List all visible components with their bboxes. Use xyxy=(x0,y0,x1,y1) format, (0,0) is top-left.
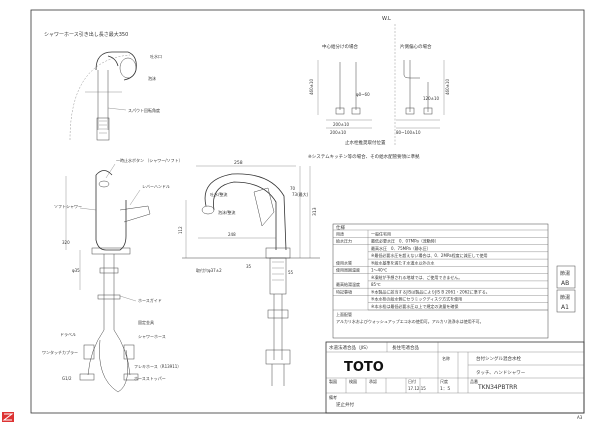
model-label: 品番 xyxy=(470,378,478,384)
remark-label: 備考 xyxy=(329,394,337,400)
svg-text:節湯: 節湯 xyxy=(560,294,570,301)
spec-row-value: 1～40℃ xyxy=(371,268,388,273)
label-flexible-hose: フレキホース（R13911） xyxy=(134,364,181,369)
dim-70: 70 xyxy=(290,186,296,191)
name-label: 名称 xyxy=(442,355,450,361)
spec-row-value: 最高水圧 0．75MPa（静水圧） xyxy=(371,245,431,251)
spec-row-value: ※本水栓の給水側にセラミックディスク方式を使用 xyxy=(371,296,462,302)
dim-248: 248 xyxy=(228,232,236,237)
system-kitchen-note: ※システムキッチン等の場合、その給水配管要領に準拠 xyxy=(308,153,420,160)
mount-center-title: 中心給分けの場合 xyxy=(322,43,358,50)
svg-text:320: 320 xyxy=(62,240,70,245)
wl-label: W.L xyxy=(382,16,391,22)
spec-row-value: ※給水基準を満たす水道水以外の水 xyxy=(371,259,434,265)
label-shower-hose: シャワーホース xyxy=(138,334,166,339)
remark-value: 逆止弁付 xyxy=(336,401,354,408)
badge-setsuyu-a1: 節湯 A1 xyxy=(556,289,576,313)
mount-caption: 止水栓推奨取付位置 xyxy=(345,139,386,146)
scale-value: 1：5 xyxy=(440,386,450,392)
svg-text:吐水口: 吐水口 xyxy=(150,53,162,59)
spec-row-value: ※本水栓は最低必要水圧以上で規定の流量を確保 xyxy=(371,303,458,309)
svg-text:460±10: 460±10 xyxy=(309,78,314,95)
mount-offset-title: 片側偏心の場合 xyxy=(400,43,432,50)
label-switch-button: 一時止水ボタン （シャワー/ソフト） xyxy=(116,157,183,163)
product-subname: タッチ、ハンドシャワー xyxy=(476,369,526,376)
spec-row-label: 用途 xyxy=(336,230,344,236)
date-value: 17.12.15 xyxy=(408,386,426,391)
note-hose-length: シャワーホース引き出し長さ最大350 xyxy=(44,31,128,38)
scale-label: 尺度 xyxy=(440,378,448,384)
jis-label: 水道法適合品（JIS） xyxy=(329,344,371,351)
dim-55: 55 xyxy=(288,270,294,275)
label-hose-stopper: ホースストッパー xyxy=(134,376,166,381)
svg-text:120±10: 120±10 xyxy=(423,96,440,101)
svg-text:A1: A1 xyxy=(561,304,569,311)
svg-text:200±10: 200±10 xyxy=(330,130,347,135)
svg-text:節湯: 節湯 xyxy=(560,270,570,277)
eco-label: 長住宅適合品 xyxy=(392,344,419,351)
spec-row-label: 使用水質 xyxy=(336,259,352,265)
svg-text:200±10: 200±10 xyxy=(333,122,350,127)
exploded-faucet-view: 320 φ35 xyxy=(62,170,151,393)
spec-row-value: 一般住宅用 xyxy=(371,230,391,236)
product-name: 台付シングル混合水栓 xyxy=(476,355,521,362)
svg-text:80~100±10: 80~100±10 xyxy=(396,130,421,135)
spec-row-label: 使用周囲温度 xyxy=(336,267,360,273)
svg-text:取付穴φ37±2: 取付穴φ37±2 xyxy=(196,267,222,273)
dim-112: 112 xyxy=(178,226,183,234)
dim-258: 258 xyxy=(234,160,243,166)
title-block: 水道法適合品（JIS） 長住宅適合品 TOTO 名称 台付シングル混合水栓 タッ… xyxy=(325,341,585,414)
spec-footer-label: 上面配管 xyxy=(336,311,352,317)
svg-text:吐水/整流: 吐水/整流 xyxy=(210,191,227,197)
dim-35: 35 xyxy=(246,264,252,269)
svg-text:AB: AB xyxy=(561,280,569,287)
svg-text:泡沫: 泡沫 xyxy=(148,75,156,81)
spec-row-label: 特記事項 xyxy=(336,288,352,294)
label-dovel: ドラベル xyxy=(60,331,76,337)
mount-center-diagram: 460±10 200±10 φ0~60 200±10 xyxy=(309,60,372,135)
label-spout-rotation: スパウト回転角度 xyxy=(128,107,160,113)
dim-313: 313 xyxy=(312,207,318,216)
model-value: TKN34PBTRR xyxy=(477,384,517,391)
mount-offset-diagram: 460±10 120±10 80~100±10 xyxy=(396,60,450,135)
badge-setsuyu-ab: 節湯 AB xyxy=(556,265,576,289)
label-soft-shower: ソフトシャワー xyxy=(54,204,82,209)
drawer-label: 製図 xyxy=(329,378,337,384)
svg-text:φ0~60: φ0~60 xyxy=(356,92,370,97)
label-lever: レバーハンドル xyxy=(142,184,170,189)
svg-text:460±10: 460±10 xyxy=(445,78,450,95)
label-connecting-plug: ワンタッチカプラー xyxy=(42,349,78,355)
label-fixing-plate: 固定金具 xyxy=(138,319,154,325)
svg-text:φ35: φ35 xyxy=(72,268,80,273)
side-elevation-view: 258 313 112 248 70 55 35 吐水/整流 泡沫/整流 取付穴… xyxy=(178,160,320,386)
date-label: 日付 xyxy=(408,378,416,384)
spec-row-value: ※最低必要水圧を超えない場合は、0．2MPa程度に減圧して使用 xyxy=(371,252,487,258)
drawing-frame xyxy=(30,9,585,414)
spec-row-value: 最低必要水圧 0．07MPa（流動時） xyxy=(371,238,439,244)
label-hose-guide: ホースガイド xyxy=(138,297,162,303)
corner-mark-icon xyxy=(2,412,14,422)
spec-row-value: ※凍結が予想される地域では、ご使用できません。 xyxy=(371,274,462,280)
sheet-size: A3 xyxy=(577,415,583,420)
approver-label: 承認 xyxy=(369,378,377,384)
spec-row-label: 最高給湯温度 xyxy=(336,281,360,287)
svg-text:73(最大): 73(最大) xyxy=(292,191,309,197)
spec-footer-note: アルカリ水およびウォッシュアップエコ水の使用可。アルカリ洗浄水は使用不可。 xyxy=(336,318,484,324)
top-left-faucet-view: 吐水口 泡沫 スパウト回転角度 xyxy=(69,51,162,141)
spec-row-label: 給水圧力 xyxy=(336,238,352,244)
checker-label: 検図 xyxy=(349,378,357,384)
label-g-thread: G1/2 xyxy=(62,376,72,381)
spec-row-value: 85℃ xyxy=(371,282,381,287)
spec-title: 仕様 xyxy=(336,224,345,231)
svg-text:泡沫/整流: 泡沫/整流 xyxy=(218,209,235,215)
spec-row-value: ※本製品に該当するJISは製品によりJIS B 2061・2062に準ずる。 xyxy=(371,288,490,294)
brand-logo: TOTO xyxy=(344,360,384,375)
